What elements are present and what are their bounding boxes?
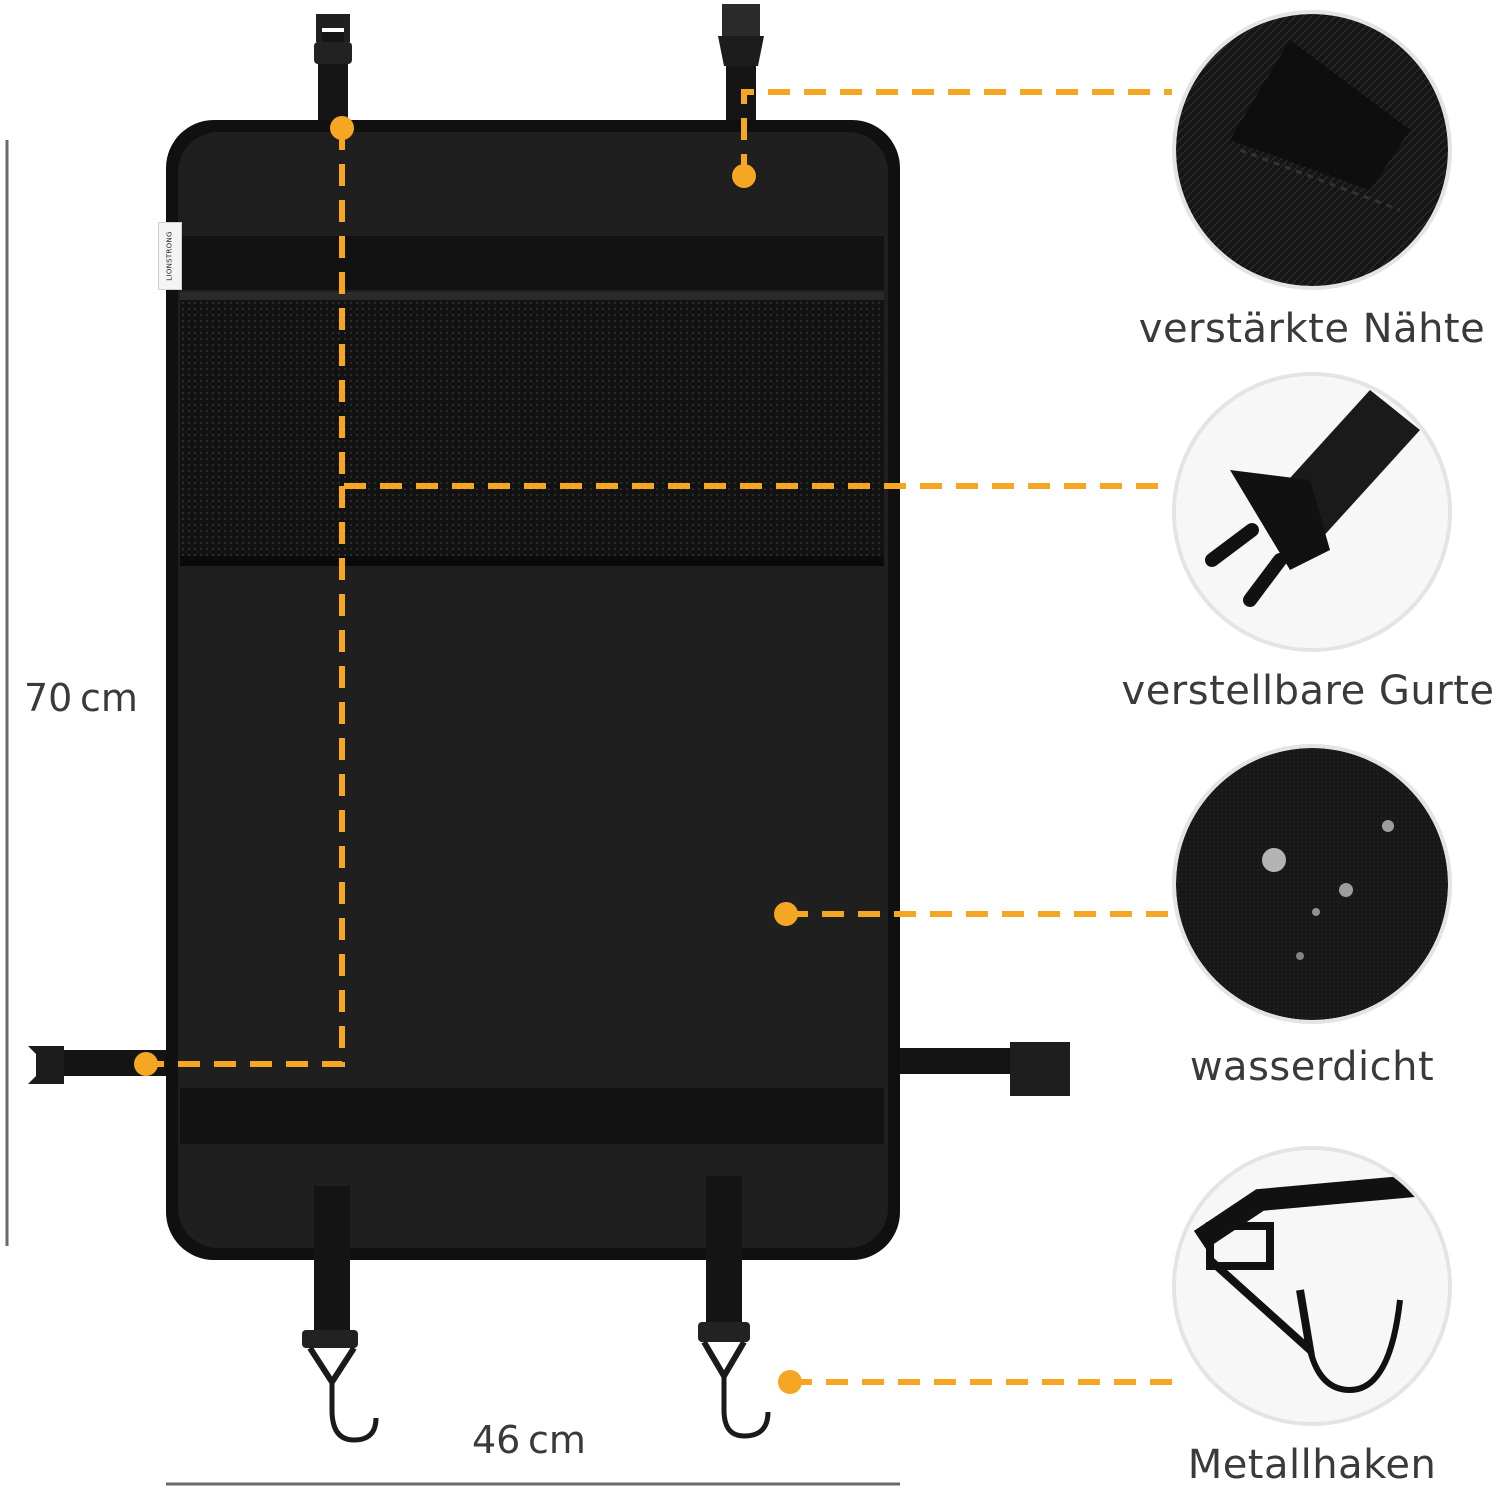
reinforced-seam-icon xyxy=(1172,10,1452,290)
seat-organizer-panel xyxy=(166,120,900,1260)
width-dimension-label: 46 cm xyxy=(472,1418,586,1462)
feature-label-metal-hooks: Metallhaken xyxy=(1187,1442,1437,1488)
feature-label-waterproof: wasserdicht xyxy=(1189,1044,1435,1090)
feature-label-reinforced-seams: verstärkte Nähte xyxy=(1138,306,1486,352)
brand-tag-text: LIONSTRONG xyxy=(166,231,174,281)
water-drops-icon xyxy=(1172,744,1452,1024)
bottom-left-hook xyxy=(302,1186,379,1443)
feature-label-adjustable-straps: verstellbare Gurte xyxy=(1121,668,1495,714)
brand-tag: LIONSTRONG xyxy=(158,222,182,290)
metal-hook-icon xyxy=(1172,1146,1452,1426)
callout-dots xyxy=(134,116,802,1394)
bottom-right-hook xyxy=(698,1176,771,1439)
buckle-strap-icon xyxy=(1172,372,1452,652)
height-dimension-label: 70 cm xyxy=(24,676,138,720)
callout-lines xyxy=(146,89,1172,1385)
